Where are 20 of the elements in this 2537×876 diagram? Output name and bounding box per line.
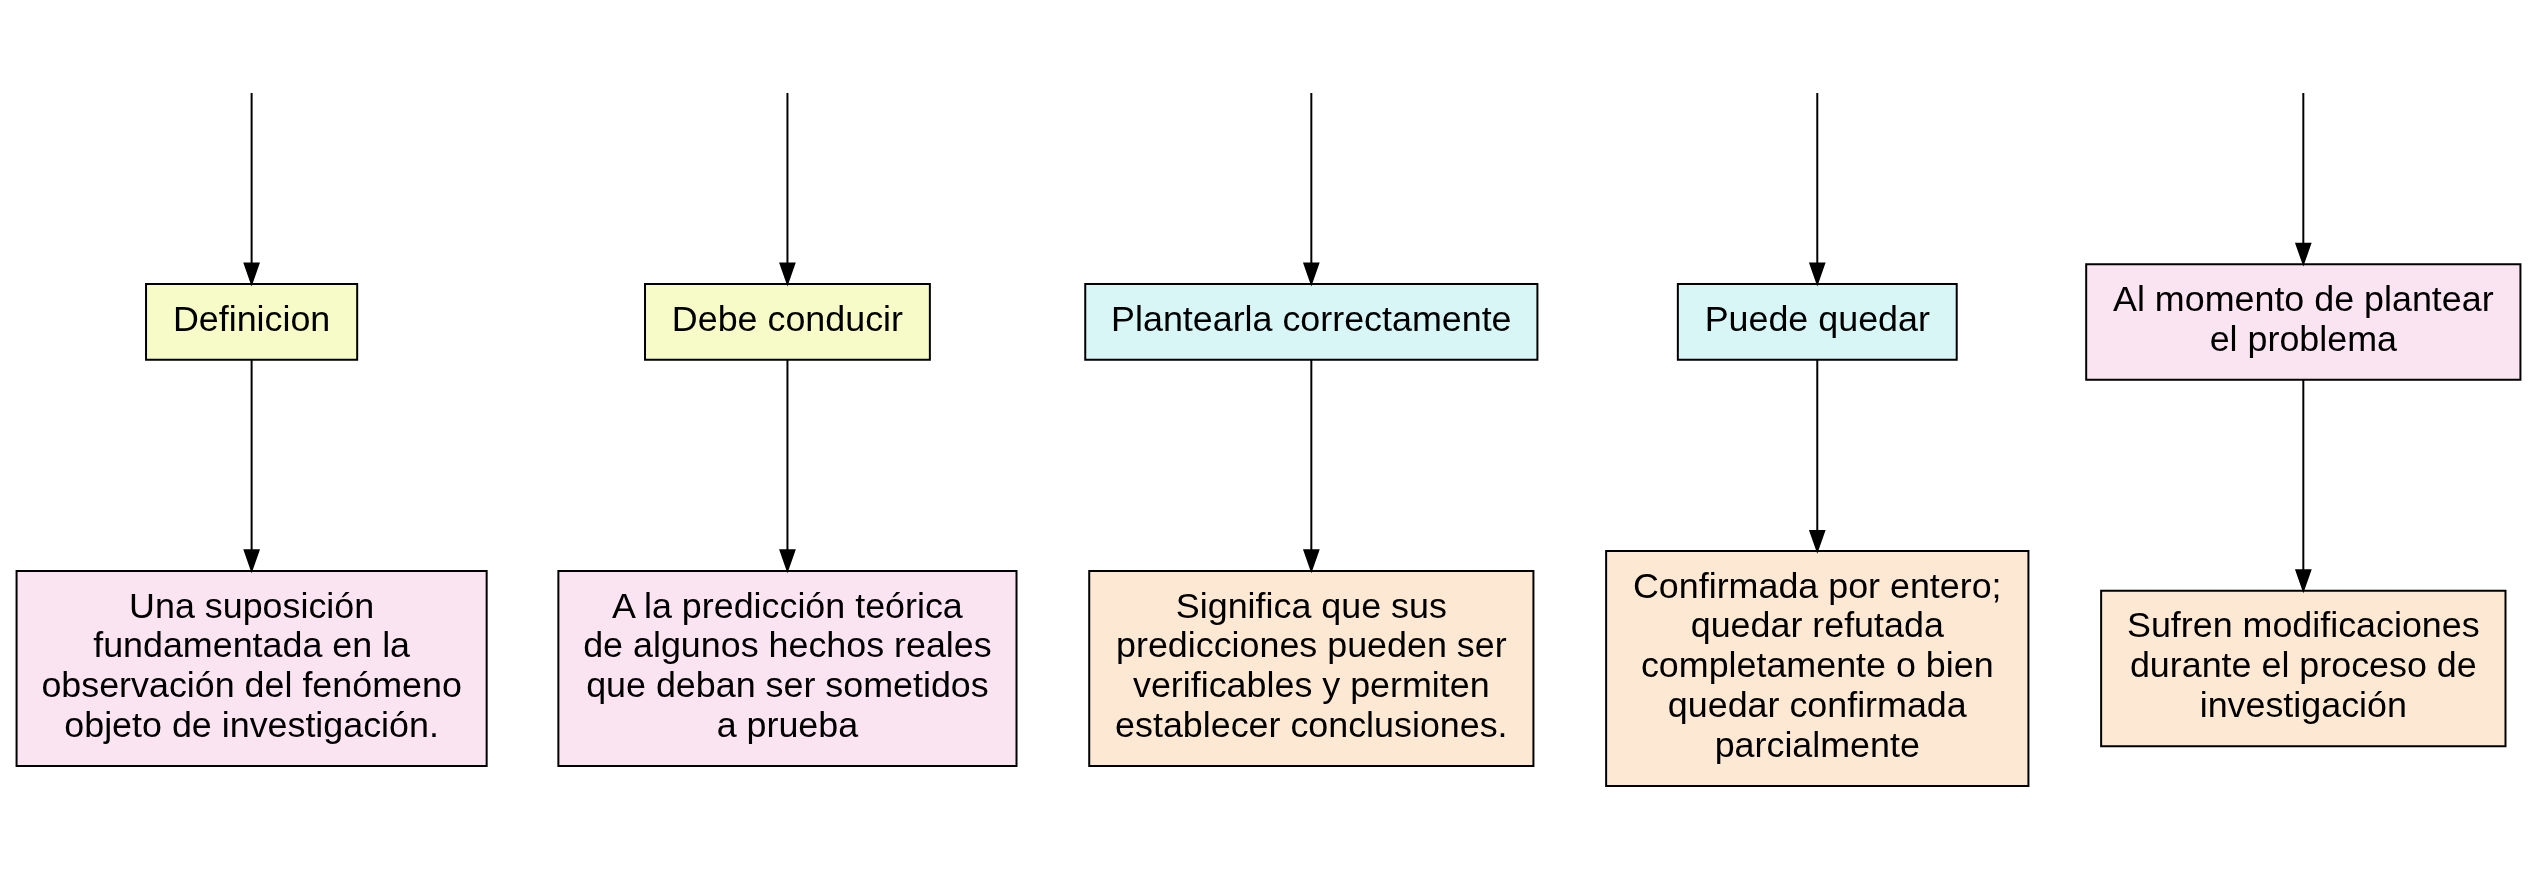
arrow — [1808, 358, 1826, 554]
node-box: Puede quedar — [1676, 283, 1958, 361]
node-box: Sufren modificaciones durante el proceso de investigación — [2100, 589, 2507, 748]
node-box: Significa que sus predicciones pueden ser verificables y permiten establecer conclusiones. — [1088, 569, 1535, 768]
arrow — [1302, 92, 1320, 287]
arrow — [779, 358, 796, 574]
node-box: Plantearla correctamente — [1084, 283, 1539, 361]
arrow — [2294, 92, 2312, 267]
arrow — [1302, 358, 1320, 574]
arrow — [779, 92, 796, 287]
node-box: Confirmada por entero; quedar refutada completamente o bien quedar confirmada parcialmente — [1605, 550, 2030, 788]
node-box: Definicion — [145, 283, 359, 361]
node-box: A la predicción teórica de algunos hechos reales que deban ser sometidos a prueba — [557, 569, 1018, 768]
node-box: Al momento de plantear el problema — [2085, 263, 2522, 381]
node-box: Debe conducir — [644, 283, 931, 361]
arrow — [243, 358, 260, 574]
arrow — [243, 92, 260, 287]
arrow — [1808, 92, 1826, 287]
node-box: Una suposición fundamentada en la observación del fenómeno objeto de investigación. — [15, 569, 488, 768]
arrow — [2294, 378, 2312, 594]
